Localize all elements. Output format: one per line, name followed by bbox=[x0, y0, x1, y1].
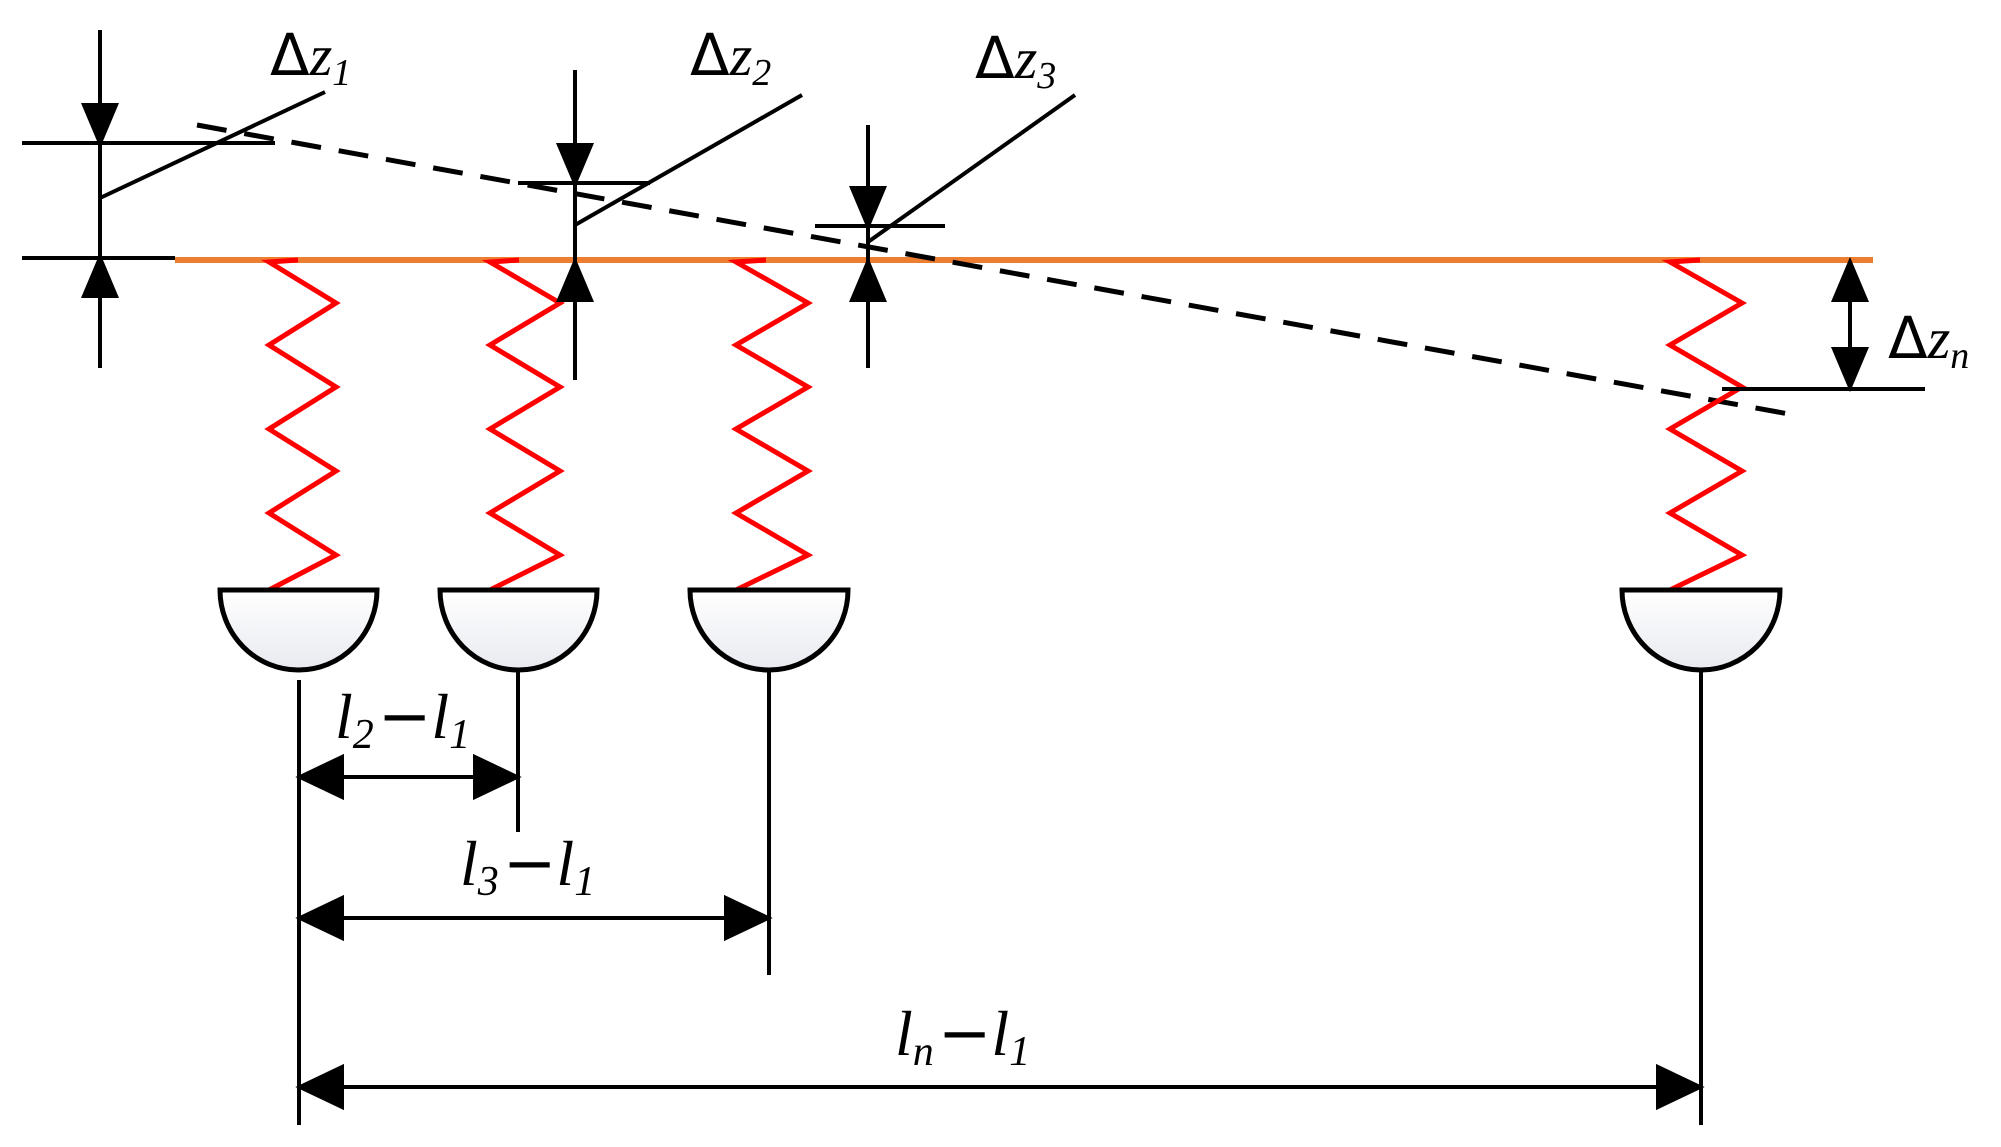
spring-2 bbox=[481, 257, 566, 593]
label-dz3: Δz3 bbox=[975, 24, 1056, 97]
springs bbox=[261, 257, 1748, 593]
spring-n bbox=[1661, 257, 1748, 593]
dz3-dimension bbox=[815, 93, 1077, 368]
labels: Δz1 Δz2 Δz3 Δzn l2−l1 l3−l1 ln−l1 bbox=[270, 21, 1969, 1075]
dz1-leader bbox=[99, 90, 326, 200]
support-shoes bbox=[217, 587, 1783, 673]
deflected-line-dashed bbox=[196, 122, 1801, 419]
spring-1 bbox=[261, 257, 342, 593]
shoe-3 bbox=[687, 587, 851, 673]
dimension-lines bbox=[295, 753, 1705, 1111]
extension-lines bbox=[297, 670, 1703, 1125]
label-ln-minus-l1: ln−l1 bbox=[895, 997, 1030, 1075]
label-dz1: Δz1 bbox=[270, 21, 351, 94]
shoe-n bbox=[1619, 587, 1783, 673]
dz2-leader bbox=[574, 93, 803, 227]
dz3-leader bbox=[866, 93, 1077, 244]
spring-3 bbox=[727, 257, 814, 593]
dz2-dimension bbox=[518, 70, 803, 380]
label-dzn: Δzn bbox=[1888, 304, 1969, 377]
shoe-2 bbox=[437, 587, 600, 673]
dzn-dimension bbox=[1722, 256, 1925, 393]
label-dz2: Δz2 bbox=[690, 21, 771, 94]
label-l2-minus-l1: l2−l1 bbox=[335, 680, 470, 758]
label-l3-minus-l1: l3−l1 bbox=[460, 827, 595, 905]
dz1-dimension bbox=[22, 30, 326, 368]
shoe-1 bbox=[217, 587, 380, 673]
